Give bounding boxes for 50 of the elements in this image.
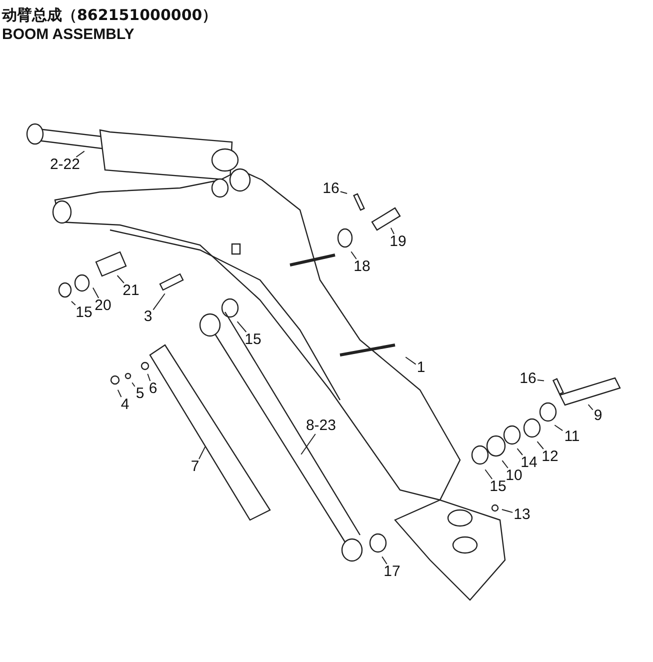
callout-number: 16 bbox=[322, 181, 340, 197]
callout-number: 7 bbox=[190, 459, 200, 475]
callout-number: 4 bbox=[120, 397, 130, 413]
subtitle: BOOM ASSEMBLY bbox=[2, 26, 134, 43]
callout-number: 15 bbox=[74, 305, 94, 321]
callout-number: 10 bbox=[504, 468, 524, 484]
callout-number: 19 bbox=[388, 234, 408, 250]
leader-line bbox=[382, 556, 388, 564]
leader-line bbox=[198, 446, 206, 460]
leader-line bbox=[484, 469, 493, 480]
callout-number: 14 bbox=[520, 455, 538, 471]
leader-line bbox=[236, 321, 247, 332]
leader-line bbox=[152, 293, 166, 310]
leader-line bbox=[502, 460, 508, 468]
callout-number: 21 bbox=[122, 283, 140, 299]
leader-line bbox=[92, 287, 100, 298]
callout-number: 5 bbox=[134, 386, 146, 402]
callout-number: 3 bbox=[142, 309, 154, 325]
leader-line bbox=[117, 389, 122, 398]
callout-number: 8-23 bbox=[303, 418, 339, 434]
leader-line bbox=[516, 448, 523, 456]
callout-number: 16 bbox=[518, 371, 538, 387]
leader-line bbox=[70, 300, 76, 306]
leader-line bbox=[390, 227, 394, 234]
callout-number: 1 bbox=[416, 360, 426, 376]
callout-number: 20 bbox=[94, 298, 112, 314]
callout-number: 9 bbox=[592, 408, 604, 424]
leader-line bbox=[554, 424, 564, 432]
leader-line bbox=[116, 275, 124, 284]
callout-number: 17 bbox=[382, 564, 402, 580]
callout-number: 15 bbox=[244, 332, 262, 348]
callout-number: 6 bbox=[148, 381, 158, 397]
leader-line bbox=[536, 441, 544, 450]
callout-number: 15 bbox=[488, 479, 508, 495]
callout-number: 2-22 bbox=[47, 157, 83, 173]
title: 动臂总成（862151000000） bbox=[2, 6, 218, 25]
leader-line bbox=[588, 404, 594, 410]
callout-number: 18 bbox=[352, 259, 372, 275]
leader-line bbox=[132, 382, 136, 387]
leader-line bbox=[501, 509, 514, 513]
callout-number: 13 bbox=[512, 507, 532, 523]
leader-line bbox=[350, 251, 357, 260]
leader-line bbox=[340, 191, 348, 194]
leader-line bbox=[147, 373, 151, 382]
leader-line bbox=[76, 150, 85, 158]
leader-line bbox=[300, 434, 316, 455]
leader-line bbox=[405, 356, 416, 365]
callout-number: 12 bbox=[540, 449, 560, 465]
callout-number: 11 bbox=[562, 429, 582, 445]
leader-line bbox=[536, 380, 544, 382]
